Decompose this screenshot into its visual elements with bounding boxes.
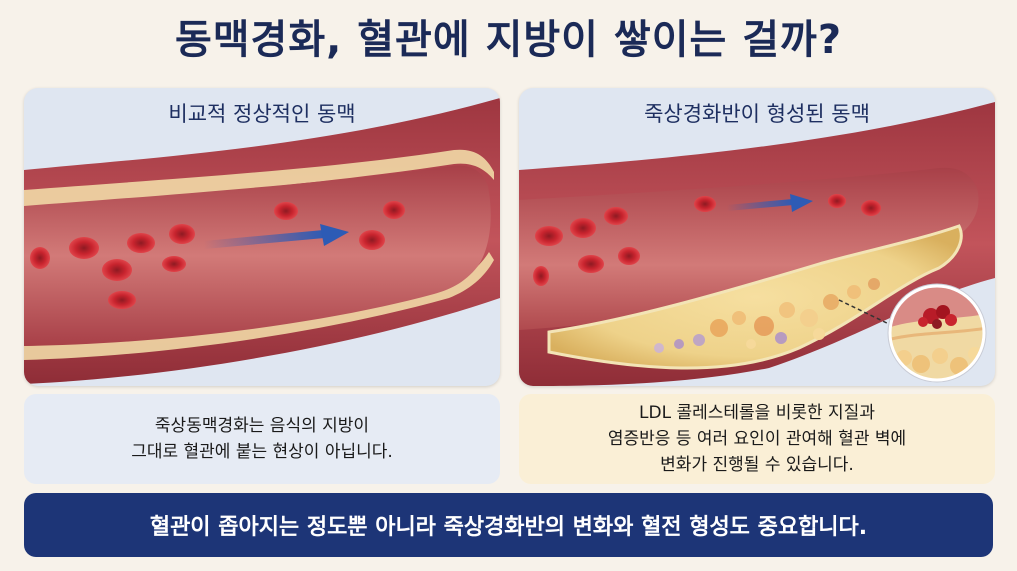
red-blood-cells <box>30 201 405 309</box>
blood-cell <box>618 247 640 265</box>
plaque-artery-caption: LDL 콜레스테롤을 비롯한 지질과 염증반응 등 여러 요인이 관여해 혈관 … <box>519 394 995 484</box>
normal-artery-heading: 비교적 정상적인 동맥 <box>168 102 356 126</box>
intima-layer-top <box>24 149 494 208</box>
blood-cell <box>274 202 298 220</box>
summary-banner: 혈관이 좁아지는 정도뿐 아니라 죽상경화반의 변화와 혈전 형성도 중요합니다… <box>24 493 993 557</box>
plaque-fat-cells <box>654 278 880 353</box>
normal-artery-panel: 비교적 정상적인 동맥 <box>24 88 500 386</box>
blood-cell <box>30 247 50 269</box>
blood-cell <box>535 226 563 246</box>
blood-cell <box>861 200 881 216</box>
artery-lumen <box>24 165 491 346</box>
blood-cell <box>108 291 136 309</box>
blood-cell <box>162 256 186 272</box>
blood-cell <box>359 230 385 250</box>
red-blood-cells <box>533 194 881 286</box>
blood-cell <box>828 194 846 208</box>
caption-line: 변화가 진행될 수 있습니다. <box>660 455 854 475</box>
intima-layer-bottom <box>24 252 494 360</box>
normal-artery-illustration <box>24 98 500 384</box>
blood-cell <box>694 196 716 212</box>
atherosclerotic-plaque <box>547 224 963 370</box>
blood-flow-arrow <box>724 194 813 212</box>
normal-artery-caption: 죽상동맥경화는 음식의 지방이 그대로 혈관에 붙는 현상이 아닙니다. <box>24 394 500 484</box>
page-title: 동맥경화, 혈관에 지방이 쌓이는 걸까? <box>174 17 843 63</box>
plaque-artery-illustration <box>519 102 995 386</box>
blood-cell <box>570 218 596 238</box>
caption-line: 염증반응 등 여러 요인이 관여해 혈관 벽에 <box>607 429 907 449</box>
blood-cell <box>578 255 604 273</box>
plaque-rupture-inset <box>887 283 987 383</box>
blood-cell <box>169 224 195 244</box>
blood-cell <box>69 237 99 259</box>
blood-cell <box>102 259 132 281</box>
blood-cell <box>127 233 155 253</box>
plaque-artery-panel: 죽상경화반이 형성된 동맥 <box>519 88 995 386</box>
plaque-artery-heading: 죽상경화반이 형성된 동맥 <box>644 102 870 126</box>
inset-leader-line <box>838 299 894 327</box>
blood-cell <box>533 266 549 286</box>
blood-flow-arrow <box>200 224 349 249</box>
blood-cell <box>383 201 405 219</box>
caption-line: 죽상동맥경화는 음식의 지방이 <box>154 416 370 436</box>
caption-line: LDL 콜레스테롤을 비롯한 지질과 <box>639 403 875 423</box>
caption-line: 그대로 혈관에 붙는 현상이 아닙니다. <box>131 442 393 462</box>
blood-cell <box>604 207 628 225</box>
